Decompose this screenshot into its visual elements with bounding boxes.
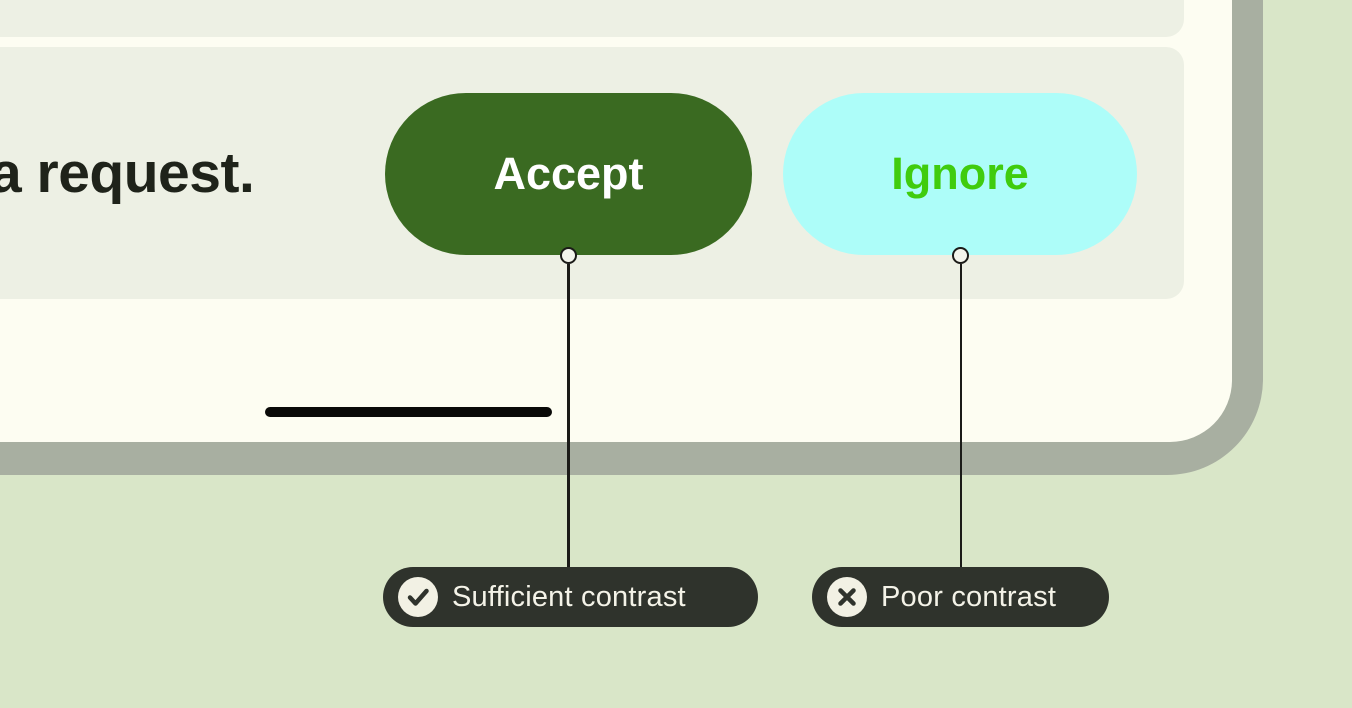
phone-screen: a request. Accept Ignore	[0, 0, 1232, 442]
annotation-label: Poor contrast	[881, 580, 1057, 613]
connector-dot-ignore	[952, 247, 969, 264]
phone-frame: a request. Accept Ignore	[0, 0, 1263, 475]
connector-line-accept	[567, 264, 570, 567]
annotation-label: Sufficient contrast	[452, 580, 686, 613]
gesture-handle-bar	[265, 407, 552, 417]
connector-line-ignore	[959, 264, 962, 567]
notification-card: a request. Accept Ignore	[0, 47, 1184, 299]
connector-dot-accept	[559, 247, 577, 264]
annotation-sufficient-contrast: Sufficient contrast	[383, 567, 758, 627]
ignore-button[interactable]: Ignore	[783, 93, 1137, 255]
x-icon	[827, 577, 867, 617]
check-icon	[398, 577, 438, 617]
accept-button[interactable]: Accept	[385, 93, 752, 255]
notification-text: a request.	[0, 141, 255, 205]
annotation-poor-contrast: Poor contrast	[812, 567, 1109, 627]
card-partial	[0, 0, 1184, 37]
